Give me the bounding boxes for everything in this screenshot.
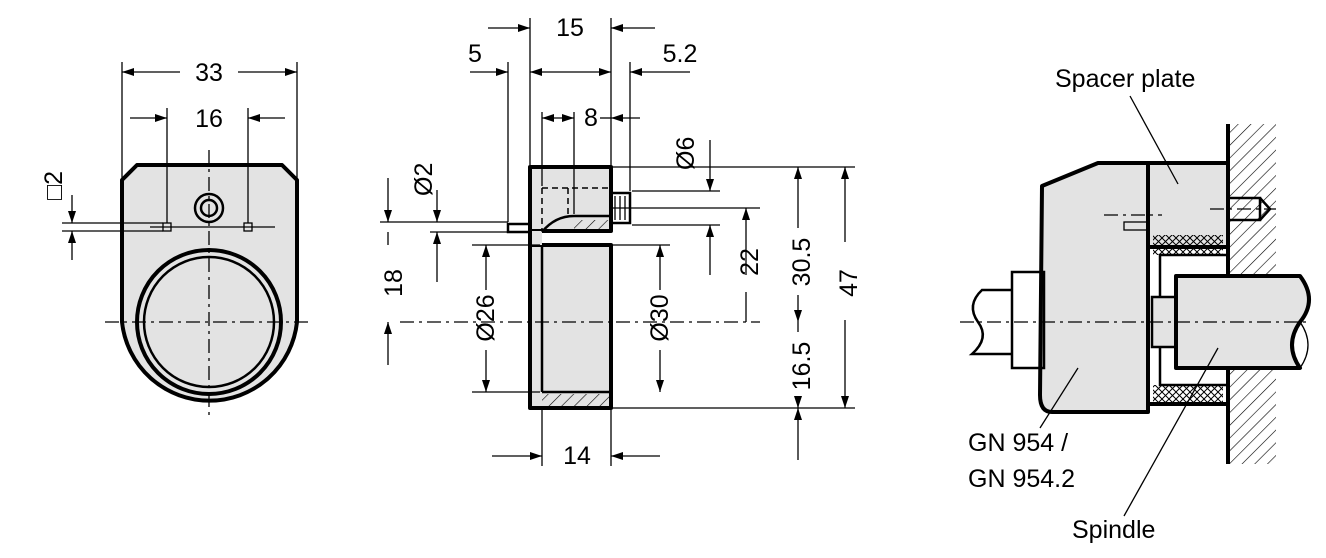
dim-16: 16: [195, 105, 223, 133]
dim-dia-6: Ø6: [672, 137, 700, 170]
label-gn954-line2: GN 954.2: [968, 465, 1075, 493]
section-mid-hatch: [574, 220, 611, 230]
dim-33: 33: [195, 59, 223, 87]
section-view: 15 5 5.2 8 Ø6 Ø2 18 Ø26: [380, 14, 863, 470]
dim-dia-30: Ø30: [646, 294, 674, 341]
dim-5: 5: [468, 40, 482, 68]
dim-dia-26: Ø26: [472, 294, 500, 341]
front-screw-outer: [193, 192, 225, 224]
dim-8: 8: [584, 104, 598, 132]
label-gn954-line1: GN 954 /: [968, 429, 1068, 457]
dim-18: 18: [380, 269, 408, 297]
section-ring: [528, 243, 613, 410]
wall-hatch-top: [1228, 124, 1276, 276]
spacer-plate: [1146, 161, 1230, 249]
dim-square-2: □2: [40, 171, 68, 200]
dim-14: 14: [563, 442, 591, 470]
label-spacer-plate: Spacer plate: [1055, 65, 1195, 93]
assembly-view: Spacer plate GN 954 / GN 954.2 Spindle: [960, 65, 1311, 544]
front-view: 33 16 □2: [40, 59, 310, 420]
dim-47: 47: [835, 269, 863, 297]
front-body-outline: [120, 163, 299, 403]
label-spindle: Spindle: [1072, 516, 1155, 544]
gn954-body: [1038, 161, 1150, 414]
dim-30-5: 30.5: [788, 238, 816, 287]
wall-hatch-bottom: [1228, 368, 1276, 464]
dim-16-5: 16.5: [788, 342, 816, 391]
dim-22: 22: [736, 248, 764, 276]
dim-dia-2: Ø2: [410, 163, 438, 196]
section-pin-2: [506, 222, 532, 234]
dim-15: 15: [556, 14, 584, 42]
section-lower-hatch: [542, 394, 611, 406]
dim-5-2: 5.2: [663, 40, 698, 68]
shaft-left: [968, 288, 1012, 356]
knurled-ring: [1010, 270, 1046, 370]
